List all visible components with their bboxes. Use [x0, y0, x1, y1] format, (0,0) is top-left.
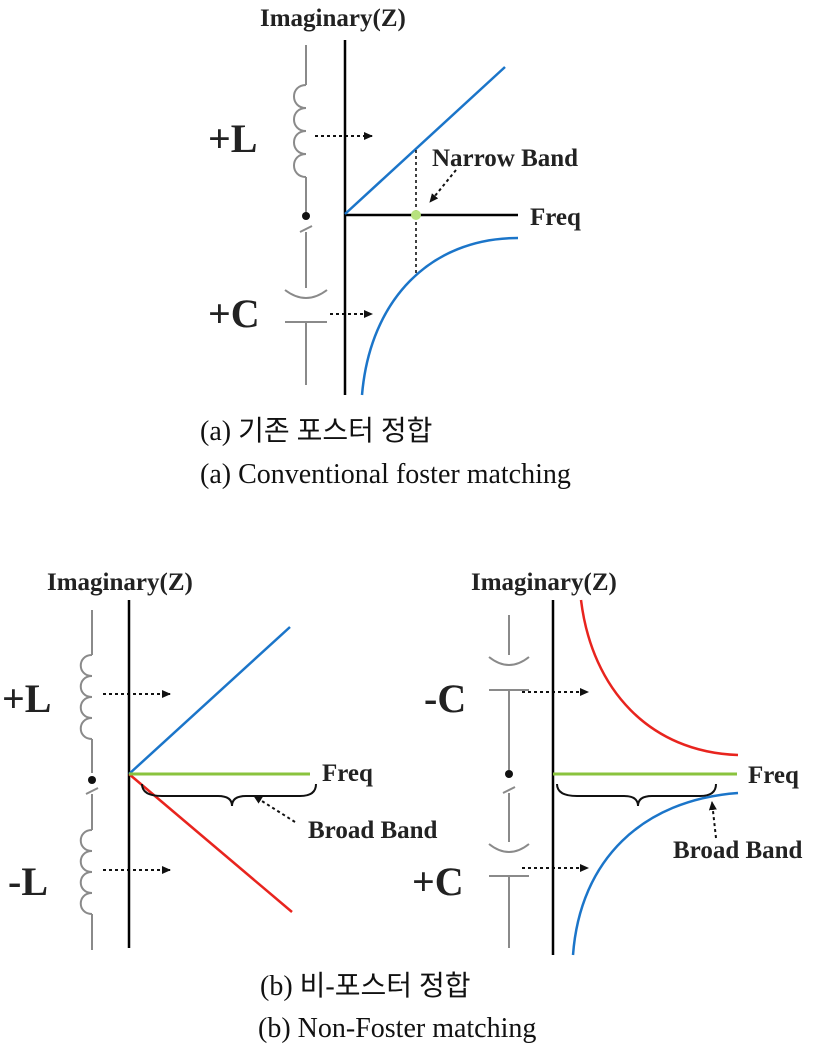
- panel-b-left-axis-title: Imaginary(Z): [47, 569, 193, 596]
- panel-b-right: Imaginary(Z) -C +C Freq Broad Band: [412, 569, 803, 956]
- panel-b-right-capacitor-neg-c: [488, 615, 530, 770]
- panel-a-freq-label: Freq: [530, 204, 581, 231]
- panel-a-label-pos-l: +L: [208, 116, 257, 161]
- panel-a-caption-ko: (a) 기존 포스터 정합: [200, 415, 432, 447]
- panel-b-left-band-arrow: [253, 795, 296, 823]
- panel-b-right-label-neg-c: -C: [424, 676, 466, 721]
- panel-a-node-dot: [302, 212, 310, 220]
- panel-b-right-break-mark: [502, 786, 516, 794]
- panel-b-right-band-arrow: [708, 801, 717, 839]
- panel-b-caption-ko: (b) 비-포스터 정합: [260, 970, 471, 1002]
- panel-a-inductor-pos-l: [293, 45, 307, 213]
- panel-b-left-node-dot: [88, 776, 96, 784]
- panel-b-right-node-dot: [505, 770, 513, 778]
- panel-b-left-break-mark: [85, 787, 99, 795]
- panel-a-axis-title: Imaginary(Z): [260, 5, 406, 32]
- panel-b-caption-en: (b) Non-Foster matching: [258, 1013, 536, 1044]
- panel-b-right-label-pos-c: +C: [412, 859, 464, 904]
- panel-a-break-mark: [299, 225, 313, 233]
- panel-b-left-band-label: Broad Band: [308, 817, 438, 844]
- panel-a: Imaginary(Z) +L +C Freq Narro: [200, 5, 581, 490]
- panel-b-left-label-pos-l: +L: [2, 676, 51, 721]
- panel-b-right-axis-title: Imaginary(Z): [471, 569, 617, 596]
- panel-b-right-pos-c-curve: [571, 791, 739, 956]
- panel-a-caption-en: (a) Conventional foster matching: [200, 459, 571, 490]
- panel-b-left-band-brace: [141, 783, 317, 807]
- panel-b-left-inductor-neg-l: [79, 794, 93, 950]
- panel-b-right-capacitor-pos-c: [488, 793, 530, 948]
- panel-a-capacitor-pos-c: [284, 232, 328, 385]
- panel-b-right-band-label: Broad Band: [673, 837, 803, 864]
- panel-b-left-inductor-pos-l: [79, 610, 93, 773]
- panel-b-left-pos-l-line: [128, 626, 291, 775]
- panel-a-band-label: Narrow Band: [432, 145, 578, 172]
- panel-b-left-neg-l-line: [128, 773, 293, 913]
- panel-a-resonance-point: [411, 210, 421, 220]
- panel-a-band-arrow: [429, 169, 457, 203]
- panel-b-left-label-neg-l: -L: [8, 859, 48, 904]
- panel-a-label-pos-c: +C: [208, 291, 260, 336]
- panel-a-inductor-reactance-line: [344, 66, 506, 215]
- panel-b-right-band-brace: [556, 783, 717, 807]
- panel-a-capacitor-reactance-curve: [360, 236, 519, 396]
- panel-b-left-freq-label: Freq: [322, 760, 373, 787]
- panel-b-left: Imaginary(Z) +L -L Freq Broad Band: [2, 569, 438, 950]
- panel-b-right-freq-label: Freq: [748, 762, 799, 789]
- panel-b-right-neg-c-curve: [579, 599, 739, 757]
